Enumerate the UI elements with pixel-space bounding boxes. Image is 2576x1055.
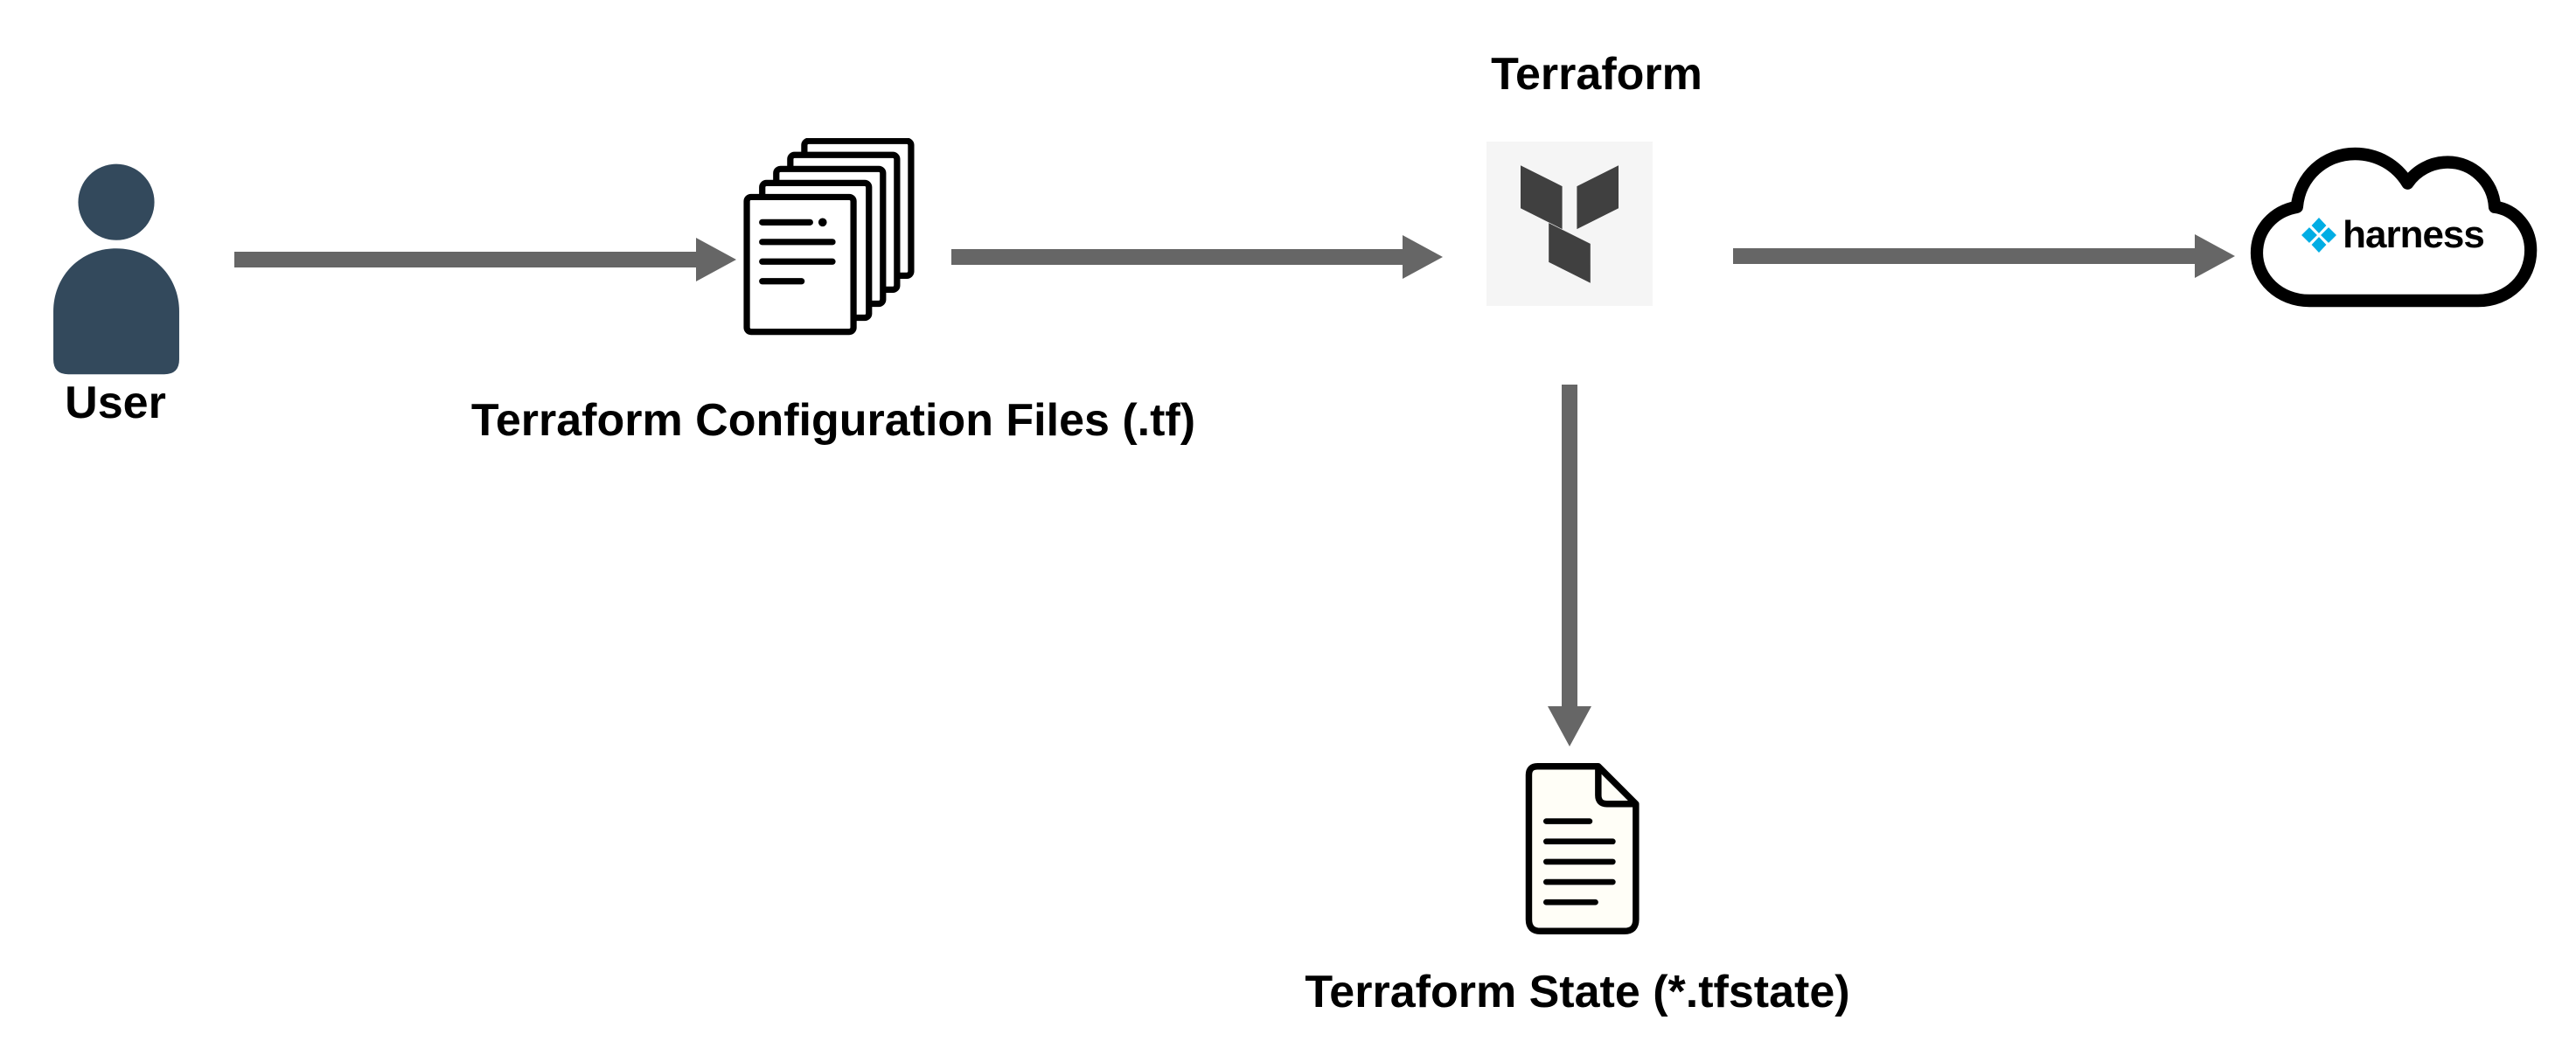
node-state-file: [1506, 760, 1656, 940]
terraform-label: Terraform: [1491, 49, 1702, 100]
document-icon: [1525, 763, 1640, 934]
arrow-config-to-terraform-icon: [951, 249, 1403, 265]
node-config-files: [740, 138, 925, 339]
user-icon: [53, 163, 179, 375]
harness-logo: harness: [2240, 213, 2545, 257]
harness-wordmark: harness: [2343, 213, 2485, 257]
cloud-icon: [2250, 147, 2538, 308]
harness-logo-icon: [2301, 218, 2337, 253]
node-terraform: [1486, 142, 1653, 306]
node-user: [33, 159, 199, 378]
user-label: User: [65, 378, 166, 428]
terraform-logo-icon: [1521, 164, 1619, 283]
documents-stack-icon: [743, 138, 915, 336]
arrow-terraform-to-state-icon: [1562, 385, 1577, 706]
state-file-label: Terraform State (*.tfstate): [1305, 967, 1850, 1017]
config-files-label: Terraform Configuration Files (.tf): [470, 395, 1196, 446]
node-harness: harness: [2240, 119, 2545, 343]
arrow-user-to-config-icon: [234, 252, 696, 267]
arrow-terraform-to-harness-icon: [1733, 248, 2195, 264]
